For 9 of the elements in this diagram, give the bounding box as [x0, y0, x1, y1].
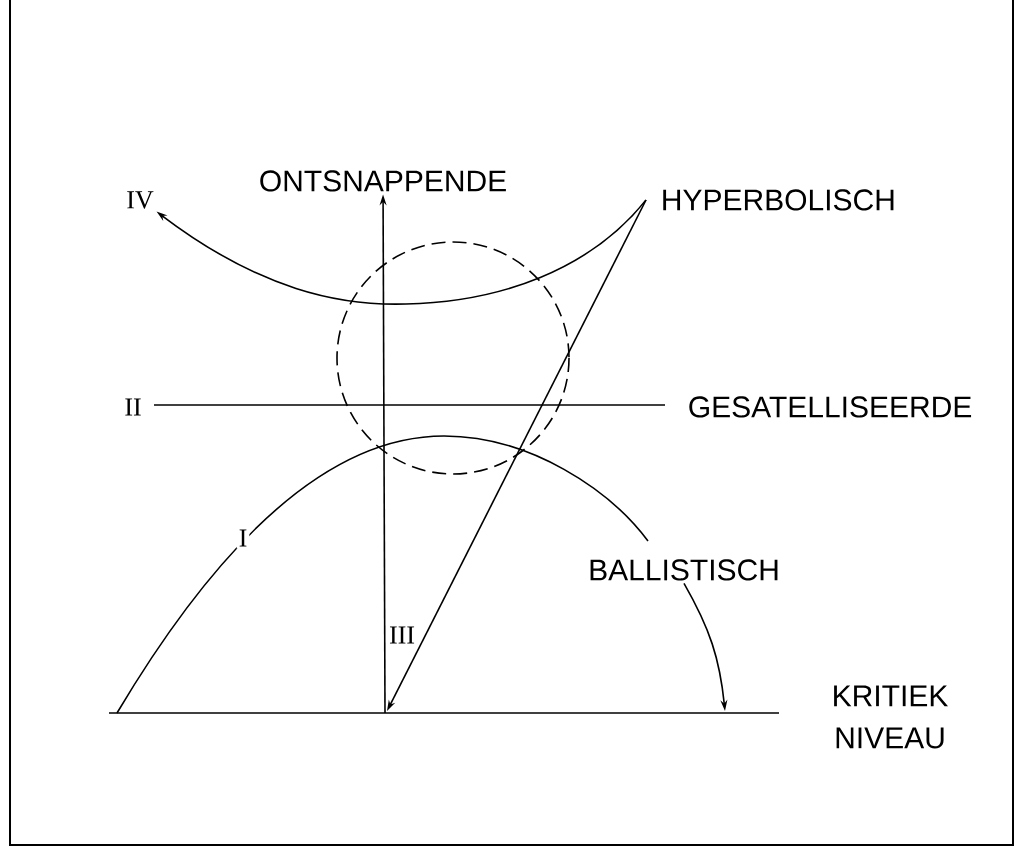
trajectory-label: ONTSNAPPENDE — [260, 170, 506, 192]
trajectory-label: II — [125, 398, 141, 416]
trajectory-label: I — [236, 527, 250, 549]
trajectory-label: IV — [127, 191, 154, 209]
level-label: KRITIEK NIVEAU — [834, 685, 948, 749]
trajectory-label: BALLISTISCH — [590, 559, 778, 581]
orbit-label: GESATELLISEERDE — [689, 396, 972, 418]
trajectory-label: HYPERBOLISCH — [663, 189, 894, 211]
trajectory-label: III — [389, 626, 415, 644]
